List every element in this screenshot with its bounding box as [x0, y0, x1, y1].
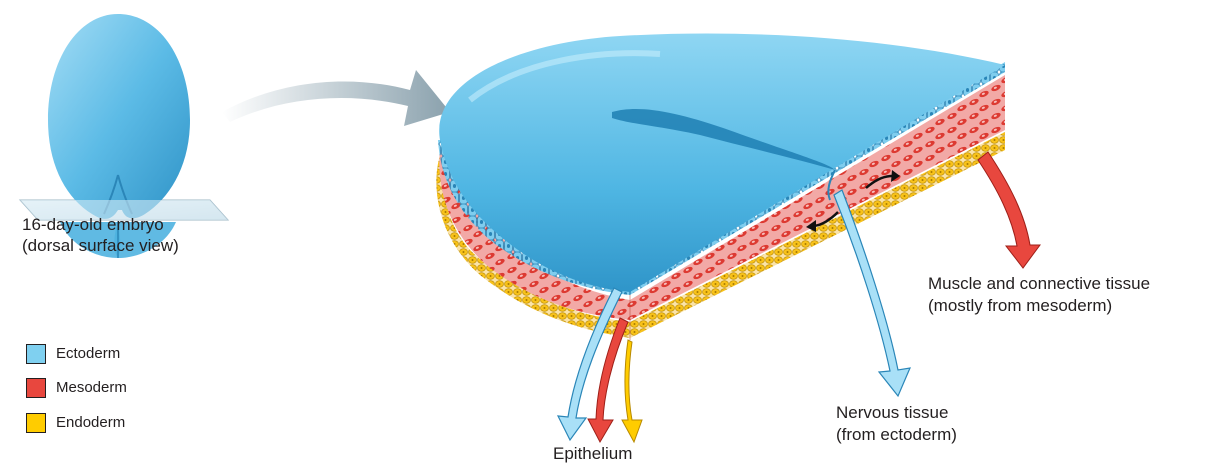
muscle-arrow: [978, 152, 1040, 268]
nervous-label-line2: (from ectoderm): [836, 424, 957, 445]
legend-swatch-endoderm: [26, 413, 46, 433]
muscle-label-line1: Muscle and connective tissue: [928, 273, 1150, 294]
embryo-cross-section: [436, 34, 1005, 340]
embryo-caption-line2: (dorsal surface view): [22, 235, 179, 256]
muscle-label-line2: (mostly from mesoderm): [928, 295, 1112, 316]
legend-label-mesoderm: Mesoderm: [56, 378, 127, 398]
legend-label-endoderm: Endoderm: [56, 413, 125, 433]
legend-label-ectoderm: Ectoderm: [56, 344, 120, 364]
embryo-caption-line1: 16-day-old embryo: [22, 214, 164, 235]
legend-swatch-ectoderm: [26, 344, 46, 364]
legend-swatch-mesoderm: [26, 378, 46, 398]
nervous-arrow: [834, 190, 910, 396]
nervous-label-line1: Nervous tissue: [836, 402, 948, 423]
epithelium-label: Epithelium: [553, 443, 632, 464]
transition-arrow: [222, 70, 450, 126]
epithelium-arrow-endoderm: [622, 340, 642, 442]
